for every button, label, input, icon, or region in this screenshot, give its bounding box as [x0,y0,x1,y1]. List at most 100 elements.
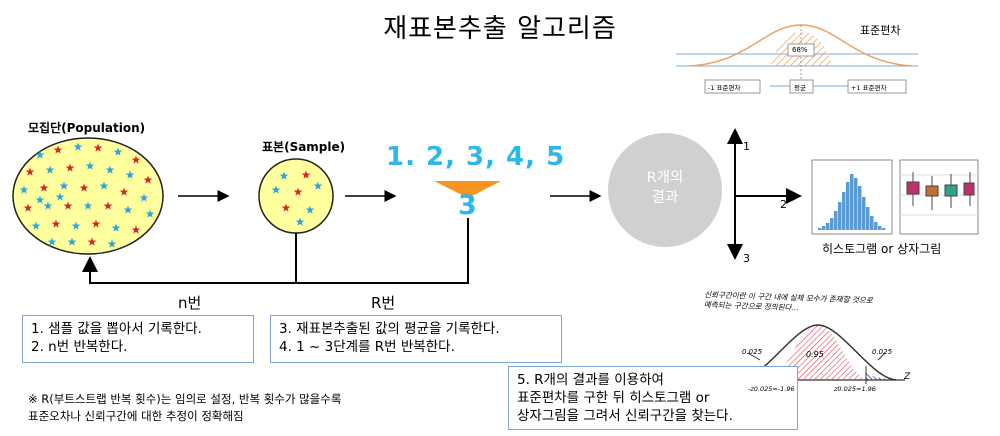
std-center: 평균 [794,84,806,92]
std-title: 표준편차 [860,24,901,37]
histogram-plot [811,159,893,235]
std-pct: 68% [792,46,808,54]
star-icon [55,192,65,201]
star-icon [53,145,63,154]
results-circle-text: R개의 결과 [608,168,722,208]
star-icon [91,219,101,228]
star-icon [301,170,311,179]
step-2-line2: 4. 1 ~ 3단계를 R번 반복한다. [279,339,455,355]
star-icon [63,201,73,210]
star-icon [107,239,117,248]
sample-label: 표본(Sample) [262,140,346,154]
loop-connectors [82,218,469,284]
population-stars [19,142,155,248]
star-icon [45,165,55,174]
page-title: 재표본추출 알고리즘 [383,14,617,44]
star-icon [67,237,77,246]
branch-label-2: 2 [780,198,787,211]
histogram-bar [882,228,886,230]
orange-down-arrow [434,181,501,198]
results-line1: R개의 [646,170,684,186]
star-icon [119,187,129,196]
histogram-bars [818,174,886,230]
star-icon [23,203,33,212]
star-icon [43,201,53,210]
histogram-bar [822,226,826,230]
star-icon [19,185,29,194]
star-icon [103,201,113,210]
star-icon [85,161,95,170]
star-icon [99,181,109,190]
star-icon [47,237,57,246]
ci-center: 0.95 [806,350,824,359]
star-icon [73,142,83,151]
star-icon [83,201,93,210]
star-icon [31,221,41,230]
std-left: -1 표준편차 [708,84,741,92]
plot-caption: 히스토그램 or 상자그림 [822,242,942,256]
star-icon [59,181,69,190]
ci-right-tail: 0.025 [872,348,893,356]
step-box-3: 5. R개의 결과를 이용하여 표준편차를 구한 뒤 히스토그램 or 상자그림… [508,366,798,430]
histogram-bar [818,228,822,230]
star-icon [305,205,315,214]
histogram-bar [862,197,866,230]
population-ellipse [12,137,164,255]
star-icon [143,175,153,184]
histogram-bar [874,222,878,230]
step-box-2: 3. 재표본추출된 값의 평균을 기록한다. 4. 1 ~ 3단계를 R번 반복… [270,315,562,363]
sample-circle [258,158,334,234]
histogram-bar [834,211,838,230]
star-icon [35,195,45,204]
branch-arrows [727,128,802,260]
step-1-line1: 1. 샘플 값을 뽑아서 기록한다. [31,321,202,337]
boxplot-plot [899,159,979,235]
star-icon [279,171,289,180]
star-icon [39,183,49,192]
ci-z-left: -z0.025=-1.96 [748,385,795,393]
star-icon [139,193,149,202]
ci-z-right: z0.025=1.96 [834,385,876,393]
star-icon [125,170,135,179]
step-1-line2: 2. n번 반복한다. [31,339,128,355]
star-icon [93,143,103,152]
footnote-line2: 표준오차나 신뢰구간에 대한 추정이 정확해짐 [28,409,244,423]
star-icon [145,209,155,218]
star-icon [131,225,141,234]
star-icon [51,219,61,228]
histogram-bar [870,216,874,230]
chosen-value: 3 [458,190,477,221]
step-2-line1: 3. 재표본추출된 값의 평균을 기록한다. [279,321,500,337]
star-icon [65,163,75,172]
star-icon [105,165,115,174]
star-icon [131,155,141,164]
star-icon [71,221,81,230]
histogram-bar [850,174,854,230]
star-icon [79,183,89,192]
star-icon [313,181,323,190]
step-box-1: 1. 샘플 값을 뽑아서 기록한다. 2. n번 반복한다. [22,315,254,363]
std-normal-curve [676,24,918,94]
star-icon [123,205,133,214]
loop-label-n: n번 [178,294,202,312]
sample-stars [271,170,323,226]
histogram-bar [846,182,850,230]
loop-label-r: R번 [371,294,396,312]
star-icon [25,167,35,176]
histogram-bar [858,186,862,230]
step-3-line3: 상자그림을 그려서 신뢰구간을 찾는다. [517,408,733,424]
star-icon [295,217,305,226]
histogram-bar [830,218,834,230]
histogram-bar [826,223,830,230]
histogram-bar [838,202,842,230]
star-icon [271,185,281,194]
star-icon [113,147,123,156]
step-3-line2: 표준편차를 구한 뒤 히스토그램 or [517,390,710,406]
results-circle [608,133,722,247]
branch-label-1: 1 [743,140,750,153]
histogram-bar [854,178,858,230]
footnote: ※ R(부트스트랩 반복 횟수)는 임의로 설정, 반복 횟수가 많을수록 표준… [28,391,341,425]
ci-z-axis: Z [904,372,911,382]
star-icon [87,237,97,246]
